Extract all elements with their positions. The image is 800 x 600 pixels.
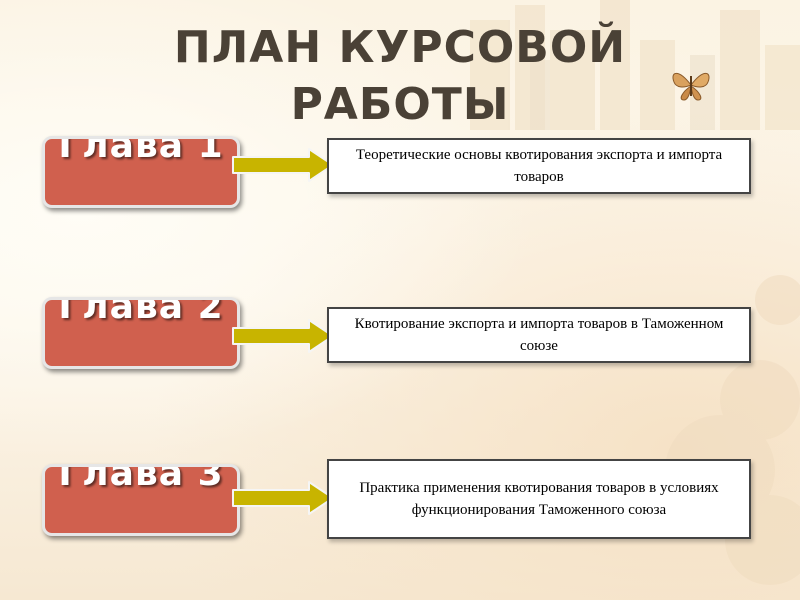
chapter-description-3: Практика применения квотирования товаров… <box>327 459 751 539</box>
chapter-row-1: Глава 1 Теоретические основы квотировани… <box>0 136 800 228</box>
arrow-right-icon <box>232 481 334 515</box>
chapter-label-1: Глава 1 <box>58 136 224 166</box>
arrow-right-icon <box>232 148 334 182</box>
chapter-row-3: Глава 3 Практика применения квотирования… <box>0 459 800 549</box>
chapter-badge-1: Глава 1 <box>42 136 240 208</box>
arrow-right-icon <box>232 319 334 353</box>
page-title-line1: ПЛАН КУРСОВОЙ <box>173 22 627 73</box>
chapter-badge-2: Глава 2 <box>42 297 240 369</box>
butterfly-icon <box>672 72 710 101</box>
chapter-label-3: Глава 3 <box>58 464 224 494</box>
chapter-badge-3: Глава 3 <box>42 464 240 536</box>
page-title-line2: РАБОТЫ <box>290 79 510 130</box>
chapter-label-2: Глава 2 <box>58 297 224 327</box>
chapter-description-2: Квотирование экспорта и импорта товаров … <box>327 307 751 363</box>
chapter-description-1: Теоретические основы квотирования экспор… <box>327 138 751 194</box>
chapter-row-2: Глава 2 Квотирование экспорта и импорта … <box>0 297 800 397</box>
